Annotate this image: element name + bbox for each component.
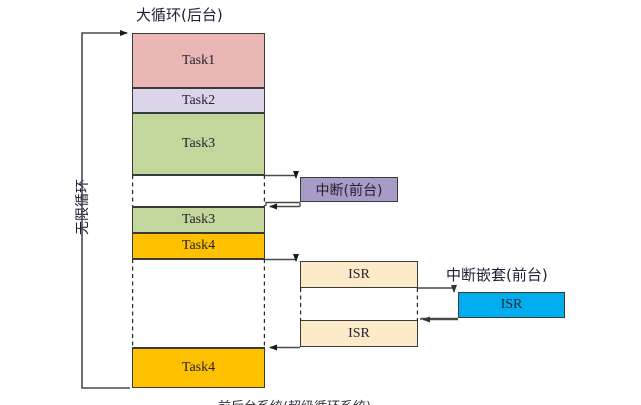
infinite-loop-label: 无限循环 — [75, 179, 91, 235]
arrow-isr-to-nested — [418, 285, 457, 293]
block-isr-lower: ISR — [300, 320, 418, 347]
block-isr-upper-label: ISR — [348, 266, 370, 282]
block-isr-upper: ISR — [300, 261, 418, 288]
block-task4-second-label: Task4 — [181, 360, 216, 375]
block-task2: Task2 — [132, 88, 265, 113]
arrow-interrupt-to-task3 — [265, 201, 301, 210]
block-task4-first: Task4 — [132, 233, 265, 259]
arrow-task4-to-isr — [265, 254, 299, 262]
block-isr-lower-label: ISR — [348, 325, 370, 341]
block-isr-nested: ISR — [458, 292, 565, 318]
block-task4-first-label: Task4 — [181, 238, 216, 253]
block-task4-second: Task4 — [132, 348, 265, 388]
block-task1-label: Task1 — [181, 52, 216, 68]
block-isr-nested-label: ISR — [500, 297, 523, 312]
block-task3-second: Task3 — [132, 207, 265, 233]
arrow-task3-to-interrupt — [265, 171, 299, 179]
figure-caption: 前后台系统(超级循环系统) — [218, 396, 371, 405]
heading-nested-interrupt: 中断嵌套(前台) — [446, 266, 548, 284]
heading-main-loop: 大循环(后台) — [136, 6, 223, 24]
block-task2-label: Task2 — [181, 92, 216, 108]
arrow-nested-to-isr — [420, 316, 458, 323]
block-task3-second-label: Task3 — [181, 212, 216, 227]
block-task3-first: Task3 — [132, 113, 265, 175]
block-task1: Task1 — [132, 33, 265, 88]
block-task3-first-label: Task3 — [181, 136, 216, 151]
block-interrupt: 中断(前台) — [300, 177, 398, 202]
gap-rules — [132, 174, 265, 349]
block-interrupt-label: 中断(前台) — [315, 182, 383, 199]
